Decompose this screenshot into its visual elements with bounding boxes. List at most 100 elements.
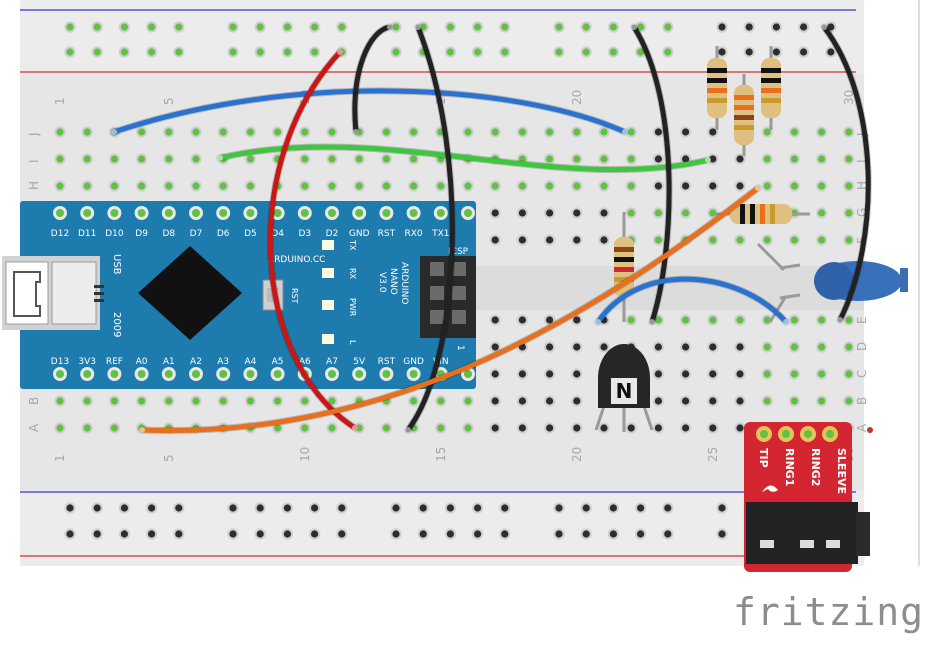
rail-hole <box>148 504 156 512</box>
arduino-bottom-pin-label: A4 <box>244 357 256 367</box>
breadboard-hole <box>600 209 608 217</box>
breadboard-top-rail-strip <box>20 0 864 74</box>
breadboard-hole <box>627 424 635 432</box>
rail-hole <box>175 48 183 56</box>
breadboard-hole <box>845 370 853 378</box>
breadboard-hole <box>736 343 744 351</box>
wire-end <box>111 129 117 135</box>
arduino-bottom-pin-label: 5V <box>353 357 366 367</box>
breadboard-hole <box>709 343 717 351</box>
arduino-top-pin-label: D12 <box>51 229 69 239</box>
rail-hole <box>664 504 672 512</box>
breadboard-hole <box>627 128 635 136</box>
breadboard-hole <box>763 316 771 324</box>
rail-hole <box>120 23 128 31</box>
rail-hole <box>311 504 319 512</box>
rail-hole <box>256 48 264 56</box>
resistor-band <box>614 277 634 282</box>
breadboard-hole <box>518 128 527 136</box>
wire-blue-top[interactable] <box>111 88 628 135</box>
rail-hole <box>827 23 835 31</box>
arduino-pin-hole <box>219 209 228 217</box>
wire-blue-bottom[interactable] <box>595 276 789 325</box>
usb-label: USB <box>111 254 122 275</box>
wire-end <box>352 425 358 431</box>
breadboard-hole <box>763 128 771 136</box>
rail-hole <box>256 504 264 512</box>
rail-hole <box>637 23 645 31</box>
icsp-label: ICSP <box>448 247 469 257</box>
breadboard-hole <box>709 370 717 378</box>
icsp-pin <box>430 286 444 300</box>
led-l <box>322 334 334 344</box>
wire-black-1[interactable] <box>352 24 393 135</box>
wire-end <box>755 185 761 191</box>
breadboard-hole <box>83 424 91 432</box>
fritzing-logo: fritzing <box>732 590 924 634</box>
rail-hole <box>827 48 835 56</box>
rail-hole <box>474 48 482 56</box>
breadboard-hole <box>600 424 608 432</box>
breadboard-hole <box>301 397 309 405</box>
year-label: 2009 <box>111 312 122 337</box>
arduino-pin-hole <box>137 370 146 378</box>
resistor-band <box>761 88 781 93</box>
wire-black-3[interactable] <box>631 24 672 325</box>
arduino-pin-hole <box>56 209 64 217</box>
breadboard-hole <box>382 182 390 190</box>
rail-hole <box>718 504 726 512</box>
rail-hole <box>501 23 509 31</box>
rail-hole <box>772 23 781 31</box>
breadboard-hole <box>600 182 608 190</box>
breadboard-hole <box>328 155 336 163</box>
transistor-label: N <box>616 379 633 403</box>
npn-transistor: N <box>594 344 654 432</box>
breadboard-hole <box>682 397 690 405</box>
column-number: 1 <box>53 97 67 105</box>
arduino-pin-hole <box>110 370 119 378</box>
breadboard-hole <box>845 155 853 163</box>
breadboard-hole <box>573 316 581 324</box>
jack-pad-hole <box>826 430 834 438</box>
led-tx <box>322 240 334 250</box>
breadboard-hole <box>410 155 418 163</box>
breadboard-hole <box>845 343 853 351</box>
wire-end <box>631 24 637 30</box>
wire-red[interactable] <box>267 49 358 431</box>
arduino-pin-hole <box>164 370 173 378</box>
rail-hole <box>419 504 427 512</box>
resistor-band <box>614 247 634 252</box>
wire-black-4[interactable] <box>821 24 871 323</box>
breadboard-hole <box>410 397 418 405</box>
breadboard-hole <box>165 128 173 136</box>
column-number: 25 <box>706 447 720 462</box>
rail-hole <box>419 530 427 538</box>
breadboard-hole <box>301 155 309 163</box>
breadboard-hole <box>763 343 771 351</box>
breadboard-hole <box>627 182 635 190</box>
rail-hole <box>120 48 128 56</box>
breadboard-hole <box>274 128 282 136</box>
breadboard-hole <box>328 128 336 136</box>
wire-black-2[interactable] <box>405 24 455 433</box>
rail-hole <box>338 530 346 538</box>
breadboard-hole <box>654 316 663 324</box>
breadboard-hole <box>56 155 64 163</box>
rail-hole <box>637 48 645 56</box>
jack-body <box>746 502 858 564</box>
breadboard-hole <box>600 343 608 351</box>
row-letter: B <box>27 397 41 405</box>
rail-hole <box>446 23 454 31</box>
breadboard-hole <box>83 182 91 190</box>
resistors <box>614 46 810 322</box>
breadboard-hole <box>56 182 64 190</box>
breadboard-hole <box>709 209 717 217</box>
breadboard-hole <box>546 397 554 405</box>
microcontroller-chip <box>138 246 242 340</box>
wire-orange[interactable] <box>139 185 761 434</box>
breadboard-hole <box>491 236 499 244</box>
resistor-band <box>614 267 634 272</box>
arduino-pcb <box>20 201 476 389</box>
breadboard-hole <box>165 182 173 190</box>
breadboard-hole <box>790 128 799 136</box>
